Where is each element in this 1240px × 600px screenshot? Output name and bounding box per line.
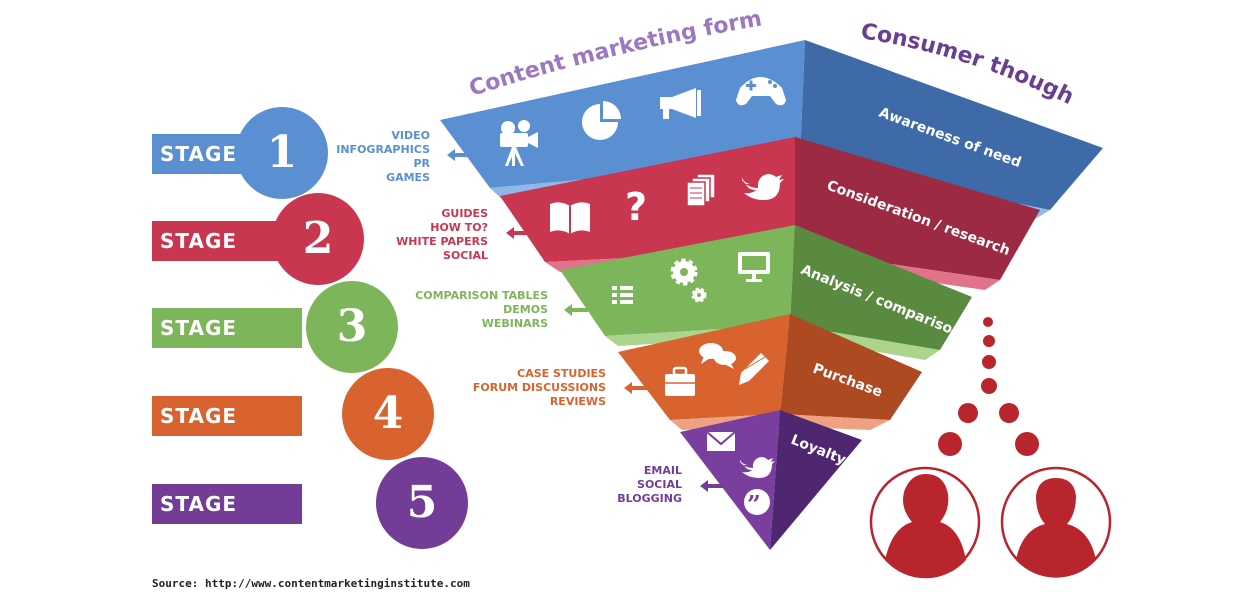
format-item: DEMOS [503,303,548,316]
format-item: WEBINARS [481,317,548,330]
format-item: CASE STUDIES [517,367,606,380]
format-item: GUIDES [441,207,488,220]
pie-chart-icon [582,101,621,140]
funnel-layer-5 [680,410,862,550]
book-icon [550,202,590,234]
stage-number: 5 [376,457,468,549]
svg-text:”: ” [747,490,761,519]
male-avatar-icon [1000,466,1112,578]
quote-icon: ” [744,489,770,519]
stage-number: 1 [236,107,328,199]
format-item: COMPARISON TABLES [415,289,548,302]
female-avatar-icon [869,466,981,579]
format-item: INFOGRAPHICS [336,143,430,156]
left-arrow-icon [700,480,724,492]
stage-label: STAGE [152,484,302,524]
format-item: PR [413,157,430,170]
format-item: FORUM DISCUSSIONS [472,381,606,394]
envelope-icon [706,431,736,451]
format-list-stage-5: EMAIL SOCIAL BLOGGING [617,464,682,506]
monitor-icon [738,252,770,282]
format-list-stage-3: COMPARISON TABLES DEMOS WEBINARS [415,289,548,331]
stage-number: 3 [306,281,398,373]
twitter-icon [742,174,784,200]
format-item: SOCIAL [637,478,682,491]
left-arrow-icon [624,382,648,394]
chat-bubbles-icon [699,343,736,369]
twitter-icon [740,457,775,478]
format-item: BLOGGING [617,492,682,505]
thought-dots [938,317,1039,456]
briefcase-icon [665,366,695,396]
question-icon: ? [625,185,647,229]
list-icon [612,286,633,304]
documents-icon [686,173,716,207]
pencil-icon [739,353,769,385]
video-camera-icon [500,120,538,166]
left-arrow-icon [564,304,588,316]
format-list-stage-1: VIDEO INFOGRAPHICS PR GAMES [336,129,430,185]
format-item: HOW TO? [430,221,488,234]
format-item: SOCIAL [443,249,488,262]
megaphone-icon [660,88,701,119]
format-item: REVIEWS [549,395,606,408]
format-item: EMAIL [643,464,682,477]
format-item: VIDEO [391,129,430,142]
stage-number: 4 [342,368,434,460]
format-list-stage-2: GUIDES HOW TO? WHITE PAPERS SOCIAL [396,207,488,263]
left-arrow-icon [447,149,472,161]
gears-icon [670,258,707,303]
stage-number: 2 [272,193,364,285]
format-item: WHITE PAPERS [396,235,488,248]
stage-label: STAGE [152,396,302,436]
format-list-stage-4: CASE STUDIES FORUM DISCUSSIONS REVIEWS [473,367,606,409]
left-arrow-icon [506,227,530,239]
source-credit: Source: http://www.contentmarketinginsti… [152,577,470,590]
stage-label: STAGE [152,308,302,348]
format-item: GAMES [386,171,430,184]
gamepad-icon [736,77,786,106]
